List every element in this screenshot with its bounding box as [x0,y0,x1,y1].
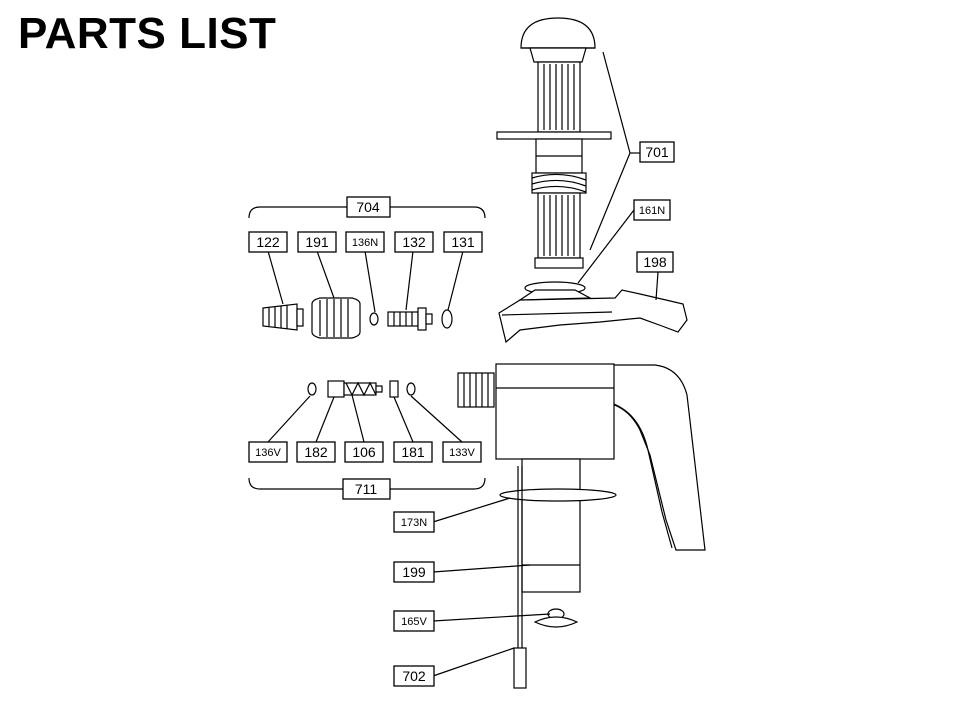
svg-text:131: 131 [451,234,475,250]
part-tag-711: 711 [342,478,391,500]
part-131-drawing [441,309,453,329]
lever-drawing [498,289,688,344]
part-191-drawing [311,297,361,339]
part-106-drawing [343,381,383,397]
part-tag-133v: 133V [442,441,482,463]
part-tag-136n: 136N [345,231,385,253]
stem-rod-drawing [513,466,527,689]
part-122-drawing [262,303,304,331]
part-tag-191: 191 [297,231,337,253]
part-136v-drawing [307,382,317,396]
part-181-drawing [389,380,399,398]
part-tag-701: 701 [639,141,675,163]
svg-text:122: 122 [256,234,280,250]
svg-text:136V: 136V [255,447,281,459]
svg-text:711: 711 [355,481,378,497]
cap-assembly-drawing [496,17,612,269]
svg-text:133V: 133V [449,447,475,459]
part-tag-106: 106 [344,441,384,463]
part-165v-drawing [533,608,579,628]
valve-body-drawing [457,363,706,593]
part-tag-704: 704 [346,196,391,218]
svg-text:161N: 161N [639,205,665,217]
svg-text:704: 704 [356,199,380,215]
svg-text:173N: 173N [401,517,427,529]
part-tag-131: 131 [443,231,483,253]
bracket-704 [248,206,486,219]
part-132-drawing [387,307,433,331]
svg-text:165V: 165V [401,616,427,628]
part-tag-165v: 165V [393,610,435,632]
svg-text:198: 198 [643,254,667,270]
part-tag-173n: 173N [393,511,435,533]
part-182-drawing [327,380,345,398]
part-133v-drawing [406,382,416,396]
svg-text:191: 191 [305,234,329,250]
svg-text:106: 106 [352,444,376,460]
part-tag-199: 199 [393,561,435,583]
part-tag-182: 182 [296,441,336,463]
bracket-711 [248,477,486,490]
svg-text:181: 181 [401,444,425,460]
part-tag-132: 132 [394,231,434,253]
part-tag-136v: 136V [248,441,288,463]
svg-text:702: 702 [402,668,426,684]
svg-text:701: 701 [645,144,669,160]
part-tag-122: 122 [248,231,288,253]
svg-text:199: 199 [402,564,426,580]
leader-lines [267,51,659,677]
svg-text:136N: 136N [352,237,378,249]
page-title: PARTS LIST [18,9,277,58]
part-136n-drawing [369,312,379,326]
part-tag-702: 702 [393,665,435,687]
part-tag-161n: 161N [633,199,671,221]
svg-text:132: 132 [402,234,426,250]
svg-text:182: 182 [304,444,328,460]
part-tag-181: 181 [393,441,433,463]
part-tag-198: 198 [636,251,674,273]
